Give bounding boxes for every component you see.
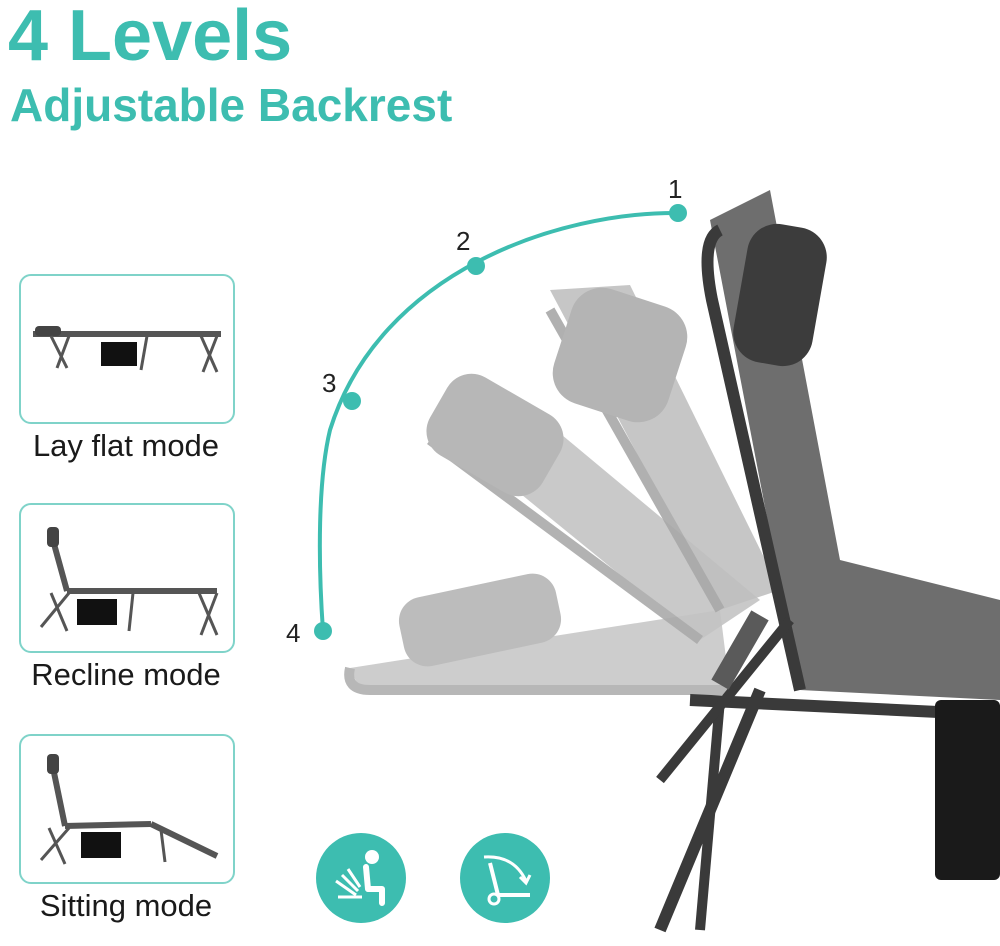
chair-photo <box>344 190 1000 933</box>
sitting-mode-card <box>19 734 235 884</box>
level-dot-2 <box>467 257 485 275</box>
ghost-backrest-mid <box>545 285 780 613</box>
upright-backrest <box>654 190 1000 933</box>
ghost-backrest-low <box>426 373 760 645</box>
lay-flat-mode-label: Lay flat mode <box>32 428 220 463</box>
level-number-4: 4 <box>286 618 301 648</box>
level-dot-1 <box>669 204 687 222</box>
sitting-chair-icon <box>39 754 219 865</box>
recline-angle-feature <box>460 833 550 923</box>
level-number-2: 2 <box>456 226 471 256</box>
recline-mode-label: Recline mode <box>31 657 221 692</box>
lay-flat-mode-card <box>19 274 235 424</box>
level-dot-4 <box>314 622 332 640</box>
recline-angle-icon <box>483 855 532 906</box>
lay-flat-chair-icon <box>33 326 221 373</box>
level-dot-3 <box>343 392 361 410</box>
headline: 4 Levels <box>8 0 293 76</box>
level-number-3: 3 <box>322 368 337 398</box>
sitting-mode-label: Sitting mode <box>39 888 213 923</box>
arc-line <box>317 210 679 632</box>
person-sitting-icon <box>335 850 385 906</box>
person-sitting-feature <box>316 833 406 923</box>
ghost-backrest-flat <box>344 573 730 695</box>
recline-chair-icon <box>39 527 219 636</box>
subheadline: Adjustable Backrest <box>10 79 453 131</box>
recline-mode-card <box>19 503 235 653</box>
level-number-1: 1 <box>668 174 683 204</box>
